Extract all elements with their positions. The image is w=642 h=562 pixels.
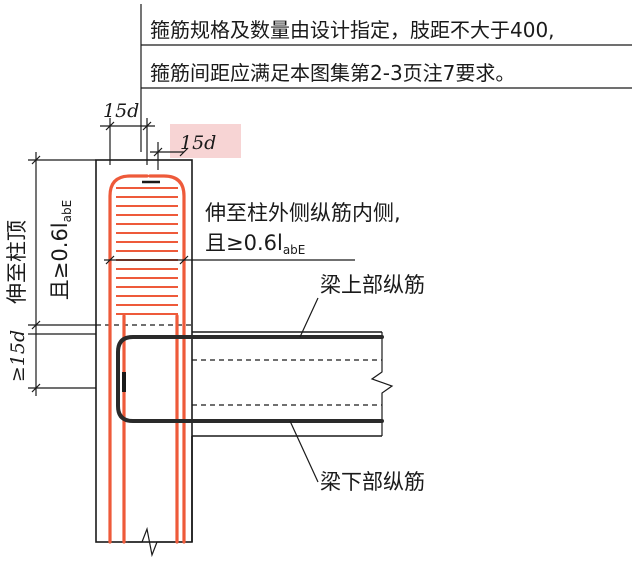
- label-bottom-bar: 梁下部纵筋: [320, 470, 425, 494]
- column-outline: [95, 159, 193, 543]
- label-extend-outer: 伸至柱外侧纵筋内侧,: [205, 201, 401, 225]
- label-extend-req: 且≥0.6labE: [205, 231, 305, 257]
- note-line-2: 箍筋间距应满足本图集第2-3页注7要求。: [150, 61, 515, 85]
- column-stirrups: [116, 187, 178, 315]
- column-left-bar: [108, 174, 149, 544]
- note-line-1: 箍筋规格及数量由设计指定，肢距不大于400,: [150, 18, 555, 42]
- leader-top-bar: [299, 297, 319, 338]
- dim-vertical-req: 且≥0.6labE: [48, 200, 74, 300]
- dim-vertical-extend: 伸至柱顶: [5, 220, 29, 304]
- column-right-bar: [148, 174, 186, 544]
- column-break-symbol: [128, 526, 175, 558]
- beam-top-bar: [116, 335, 384, 423]
- dim-top-right-label: 15d: [180, 132, 216, 154]
- dim-top-left-label: 15d: [103, 100, 139, 122]
- label-top-bar: 梁上部纵筋: [320, 273, 425, 297]
- beam-break-symbol: [370, 332, 394, 436]
- dim-vertical-lower: ≥15d: [7, 330, 29, 382]
- leader-bottom-bar: [289, 420, 319, 483]
